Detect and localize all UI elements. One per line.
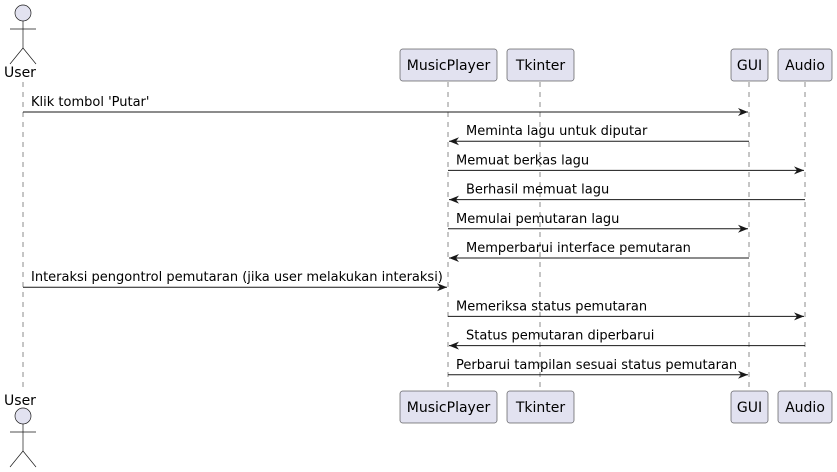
- message-label: Berhasil memuat lagu: [466, 183, 609, 198]
- participant-musicplayer-top: MusicPlayer: [399, 48, 498, 82]
- message-label: Memuat berkas lagu: [456, 153, 589, 168]
- message-label: Memulai pemutaran lagu: [456, 212, 619, 227]
- message-label: Klik tombol 'Putar': [31, 95, 149, 110]
- participants-bottom: User MusicPlayer Tkinter GUI Audio: [4, 390, 833, 468]
- participant-label: GUI: [737, 400, 762, 416]
- participant-gui-top: GUI: [730, 48, 769, 82]
- actor-user-top: User: [4, 4, 37, 81]
- message-7: Interaksi pengontrol pemutaran (jika use…: [23, 270, 447, 292]
- participant-label: Tkinter: [515, 58, 566, 74]
- message-6: Memperbarui interface pemutaran: [449, 241, 749, 262]
- message-5: Memulai pemutaran lagu: [448, 212, 748, 233]
- message-4: Berhasil memuat lagu: [449, 183, 805, 204]
- message-1: Klik tombol 'Putar': [23, 95, 748, 116]
- message-label: Memperbarui interface pemutaran: [466, 241, 691, 256]
- participant-audio-top: Audio: [777, 48, 833, 82]
- message-label: Perbarui tampilan sesuai status pemutara…: [456, 358, 737, 373]
- message-label: Status pemutaran diperbarui: [466, 329, 654, 344]
- message-3: Memuat berkas lagu: [448, 153, 804, 175]
- participant-label: Tkinter: [515, 400, 566, 416]
- actor-label-bottom: User: [4, 393, 36, 409]
- actor-user-bottom: User: [4, 393, 37, 468]
- participant-tkinter-top: Tkinter: [506, 48, 575, 82]
- messages: Klik tombol 'Putar' Meminta lagu untuk di…: [23, 95, 805, 379]
- participant-tkinter-bottom: Tkinter: [506, 390, 575, 424]
- message-label: Memeriksa status pemutaran: [456, 299, 647, 314]
- participant-label: MusicPlayer: [407, 58, 491, 74]
- participant-label: Audio: [785, 400, 825, 416]
- message-2: Meminta lagu untuk diputar: [449, 124, 749, 146]
- lifelines: [22, 82, 806, 391]
- message-label: Interaksi pengontrol pemutaran (jika use…: [31, 270, 443, 285]
- participant-label: MusicPlayer: [407, 400, 491, 416]
- message-9: Status pemutaran diperbarui: [449, 329, 805, 350]
- participant-musicplayer-bottom: MusicPlayer: [399, 390, 498, 424]
- participant-gui-bottom: GUI: [730, 390, 769, 424]
- participant-label: GUI: [737, 58, 762, 74]
- actor-label-top: User: [4, 65, 36, 81]
- message-10: Perbarui tampilan sesuai status pemutara…: [448, 358, 748, 379]
- participant-audio-bottom: Audio: [777, 390, 833, 424]
- participant-label: Audio: [785, 58, 825, 74]
- message-8: Memeriksa status pemutaran: [448, 299, 804, 321]
- participants-top: User MusicPlayer Tkinter GUI Audio: [4, 4, 833, 82]
- message-label: Meminta lagu untuk diputar: [466, 124, 648, 139]
